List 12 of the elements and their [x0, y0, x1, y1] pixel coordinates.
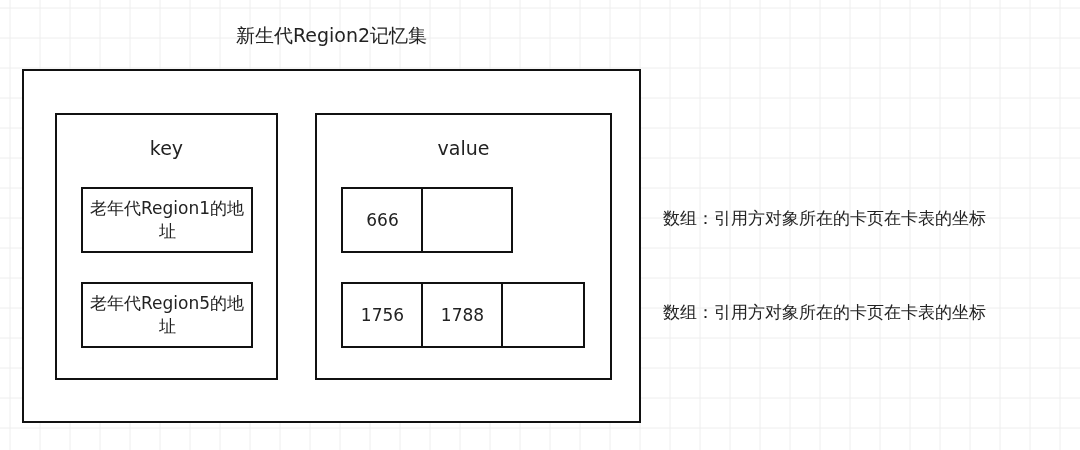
note-text: 数组：引用方对象所在的卡页在卡表的坐标: [663, 208, 986, 230]
box-title: key: [148, 137, 185, 159]
array-cell: 666: [341, 187, 424, 253]
value-box: [315, 113, 612, 380]
address-box: 老年代Region1的地址: [81, 187, 253, 253]
array-cell: 1756: [341, 282, 424, 348]
box-title: value: [436, 137, 491, 159]
box-title: 新生代Region2记忆集: [234, 23, 429, 48]
key-box: [55, 113, 278, 380]
array-cell: 1788: [421, 282, 504, 348]
address-box: 老年代Region5的地址: [81, 282, 253, 348]
note-text: 数组：引用方对象所在的卡页在卡表的坐标: [663, 302, 986, 324]
